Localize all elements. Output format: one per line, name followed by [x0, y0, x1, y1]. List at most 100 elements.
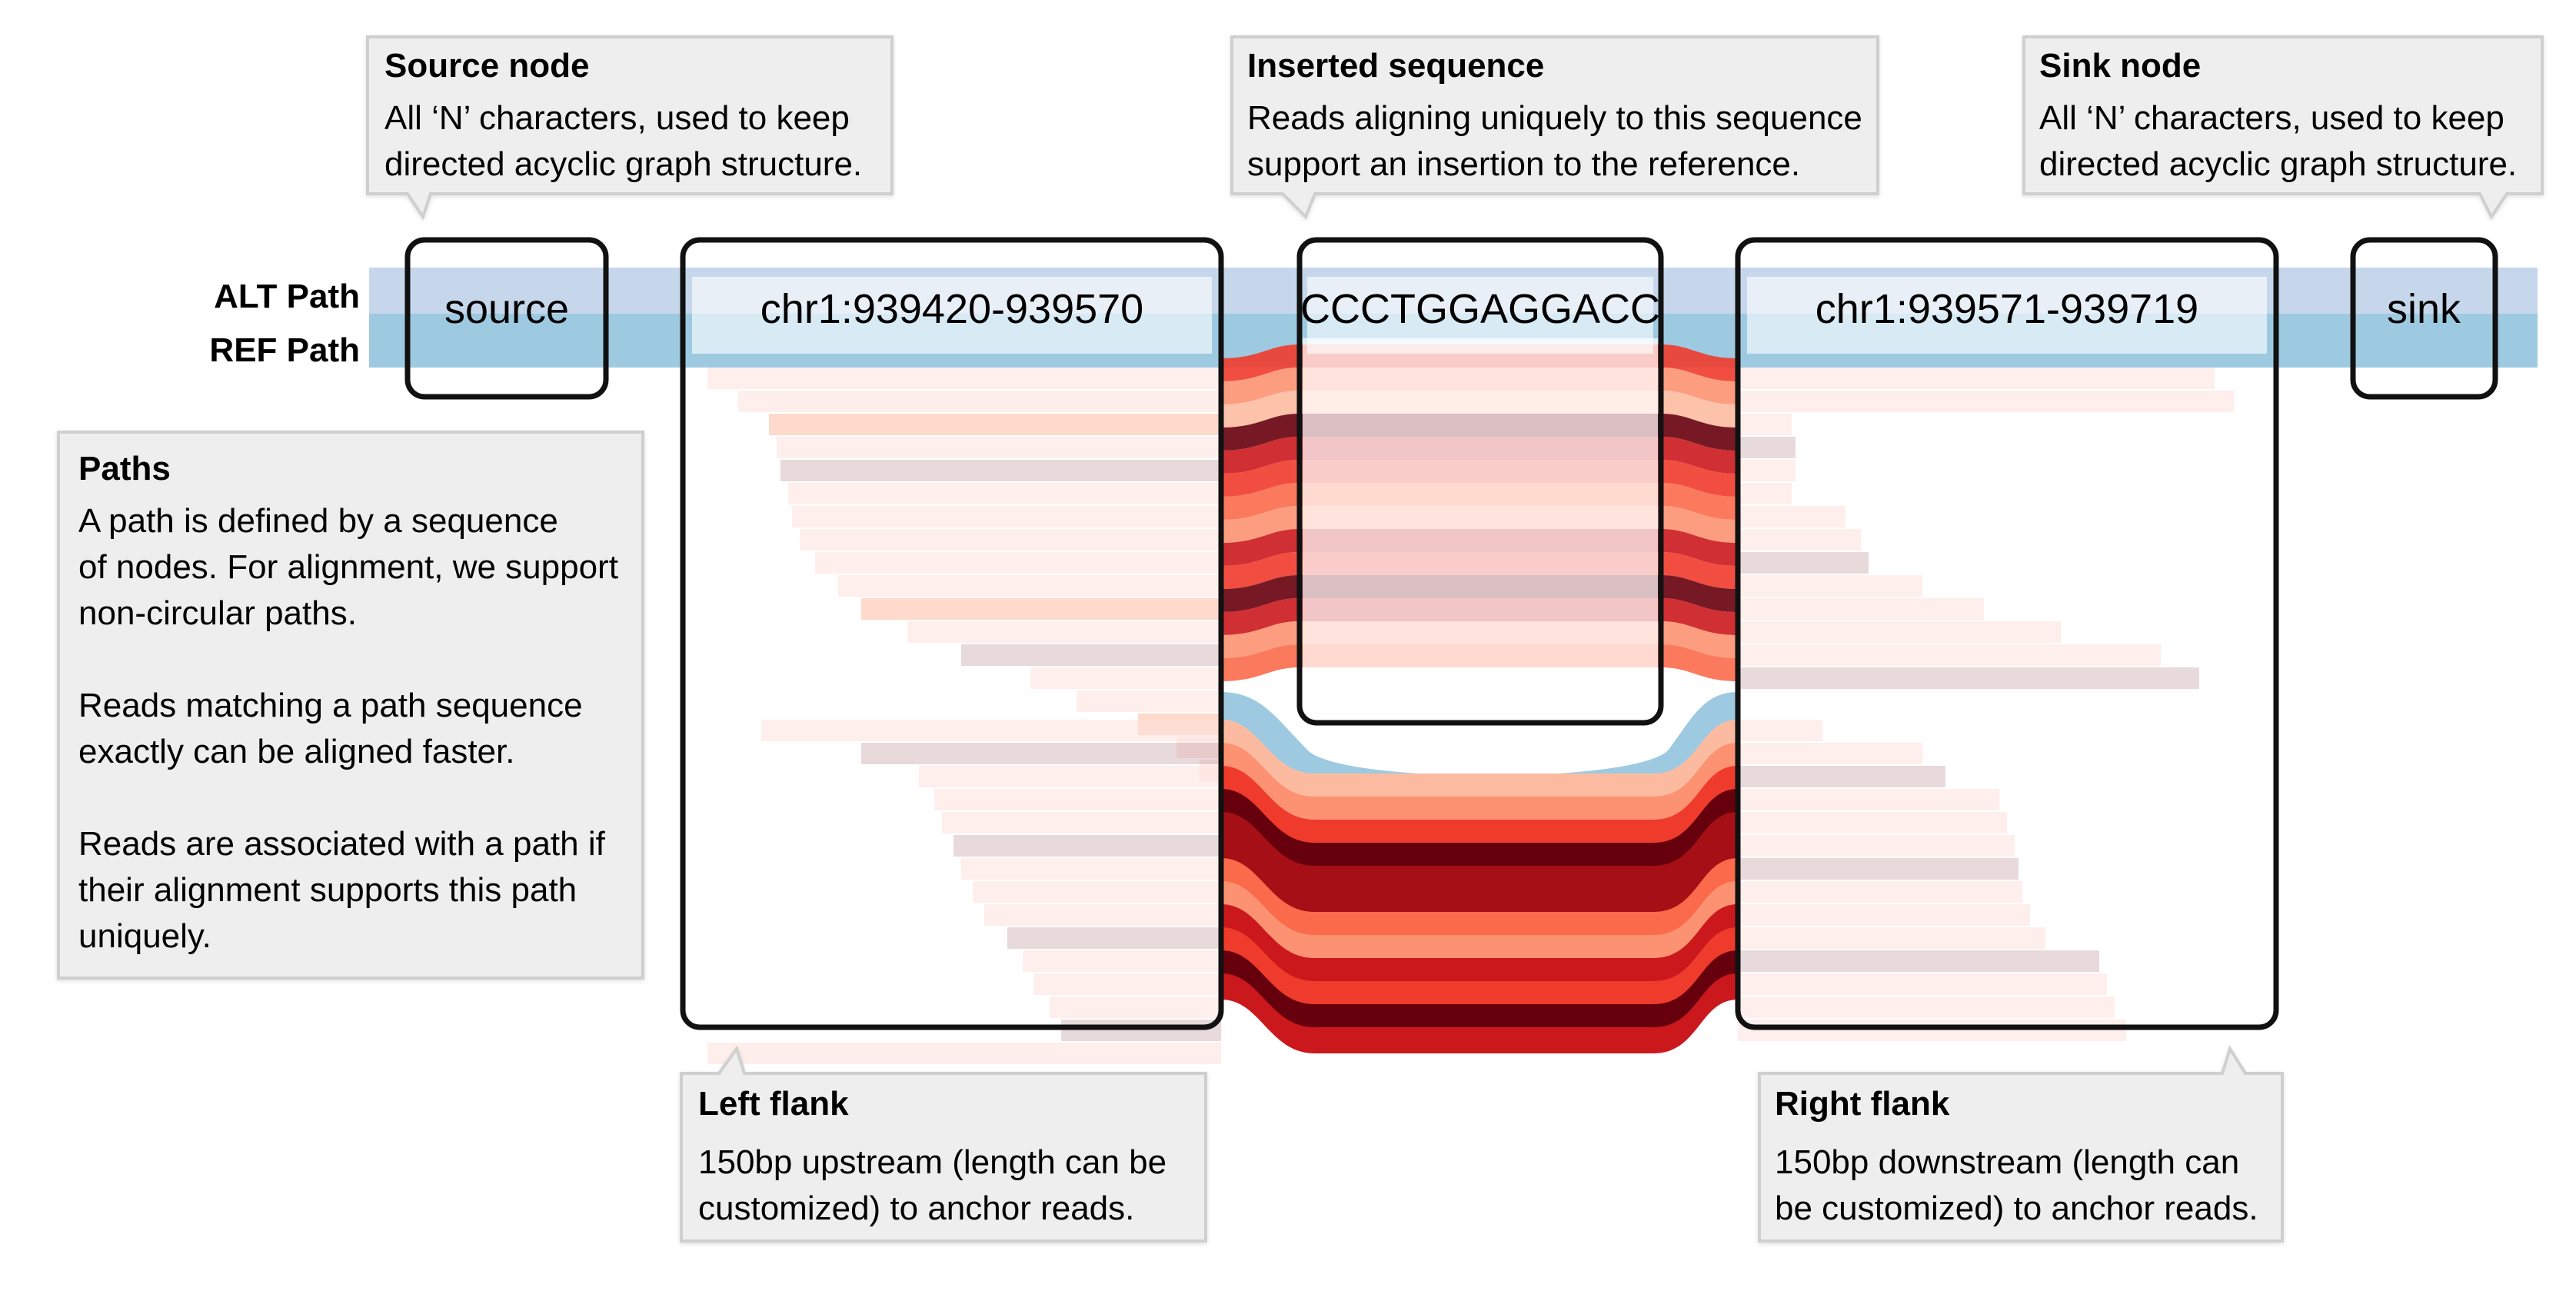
read-right-lower — [1738, 743, 1922, 764]
read-left — [1030, 667, 1221, 689]
read-right-lower — [1738, 720, 1822, 741]
read-left — [907, 621, 1221, 643]
read-left — [788, 483, 1221, 504]
source-node[interactable]: source — [404, 237, 609, 400]
read-right-lower — [1738, 997, 2115, 1018]
read-left — [707, 368, 1221, 389]
left-flank-callout-title: Left flank — [698, 1085, 849, 1123]
source-node-callout-title: Source node — [384, 47, 590, 85]
paths-callout-line-6: exactly can be aligned faster. — [78, 733, 514, 770]
ref-read-ribbon — [1221, 789, 1738, 869]
right-flank-node[interactable]: chr1:939571-939719 — [1735, 237, 2279, 1030]
read-left — [1077, 690, 1221, 712]
read-left-lower — [761, 720, 1221, 741]
source-node-callout-line-1: All ‘N’ characters, used to keep — [384, 99, 850, 137]
read-right — [1738, 621, 2061, 643]
ref-read-ribbon — [1221, 812, 1738, 892]
read-right-lower — [1738, 789, 1999, 810]
left-flank-callout-line-1: 150bp upstream (length can be — [698, 1143, 1167, 1181]
alt-path-label: ALT Path — [214, 278, 360, 315]
source-node-callout — [366, 35, 894, 221]
paths-callout-line-3: non-circular paths. — [78, 594, 357, 632]
paths-callout-line-2: of nodes. For alignment, we support — [78, 548, 618, 586]
read-right — [1738, 667, 2199, 689]
right-flank-callout-line-1: 150bp downstream (length can — [1775, 1143, 2239, 1181]
inserted-sequence-callout — [1230, 35, 1879, 220]
paths-callout-line-9: their alignment supports this path — [78, 871, 577, 909]
read-right — [1738, 437, 1796, 458]
read-left-lower — [919, 766, 1221, 787]
right-flank-callout-title: Right flank — [1775, 1085, 1950, 1123]
read-right-lower — [1738, 904, 2030, 926]
ref-read-ribbon — [1221, 973, 1738, 1053]
read-left — [815, 552, 1221, 574]
read-left — [738, 391, 1221, 412]
ref-read-ribbon — [1221, 835, 1738, 915]
read-right — [1738, 529, 1861, 551]
ref-read-ribbon — [1221, 766, 1738, 846]
left-flank-callout-line-2: customized) to anchor reads. — [698, 1190, 1134, 1227]
read-left-lower — [1050, 997, 1221, 1018]
inserted-sequence-callout-line-2: support an insertion to the reference. — [1247, 145, 1800, 183]
read-left — [769, 414, 1221, 435]
inserted-sequence-callout-line-1: Reads aligning uniquely to this sequence — [1247, 99, 1862, 137]
sink-node-callout — [2022, 35, 2544, 220]
sink-node-label: sink — [2387, 286, 2461, 332]
read-right-lower — [1738, 950, 2099, 972]
read-right — [1738, 552, 1869, 574]
ribbon-layer — [1221, 338, 1738, 1053]
sink-node[interactable]: sink — [2350, 237, 2498, 400]
ref-read-ribbon — [1221, 904, 1738, 984]
reads-layer — [707, 368, 2234, 1064]
paths-callout-line-8: Reads are associated with a path if — [78, 825, 606, 863]
read-right — [1738, 391, 2234, 412]
paths-callout-line-5: Reads matching a path sequence — [78, 687, 583, 724]
read-left — [777, 437, 1221, 458]
read-right — [1738, 644, 2161, 666]
read-right — [1738, 575, 1922, 597]
ref-read-ribbon — [1221, 881, 1738, 961]
right-flank-callout-line-2: be customized) to anchor reads. — [1775, 1190, 2258, 1227]
read-left-lower — [1061, 1020, 1221, 1041]
read-right-lower — [1738, 973, 2107, 995]
read-left-lower — [954, 835, 1221, 857]
insert-node[interactable]: CCCTGGAGGACC — [1296, 237, 1664, 726]
insert-node-fade — [1303, 338, 1658, 720]
read-right-lower — [1738, 927, 2045, 949]
paths-callout — [57, 431, 644, 980]
read-right-lower — [1738, 858, 2019, 880]
read-left-lower — [973, 881, 1221, 903]
paths-callout-line-10: uniquely. — [78, 917, 211, 955]
read-left-lower — [1023, 950, 1221, 972]
read-left-lower — [934, 789, 1221, 810]
read-right — [1738, 414, 1792, 435]
ref-path-bypass — [1221, 692, 1738, 800]
read-left-lower — [707, 1043, 1221, 1064]
sink-node-callout-line-1: All ‘N’ characters, used to keep — [2039, 99, 2504, 137]
read-left — [792, 506, 1221, 527]
ref-path-label: REF Path — [209, 331, 360, 369]
inserted-sequence-callout-title: Inserted sequence — [1247, 47, 1544, 85]
read-left — [780, 460, 1221, 481]
read-right-lower — [1738, 1020, 2126, 1041]
source-node-label: source — [444, 286, 569, 332]
read-right — [1738, 460, 1796, 481]
read-right-lower — [1738, 812, 2007, 833]
sink-node-callout-line-2: directed acyclic graph structure. — [2039, 145, 2517, 183]
ref-read-ribbon — [1221, 743, 1738, 823]
ref-read-ribbon — [1221, 720, 1738, 800]
left-flank-node[interactable]: chr1:939420-939570 — [680, 237, 1224, 1030]
read-left-lower — [861, 743, 1221, 764]
read-left-lower — [1034, 973, 1221, 995]
read-right — [1738, 368, 2215, 389]
read-right — [1738, 483, 1792, 504]
read-right — [1738, 506, 1845, 527]
read-left — [800, 529, 1221, 551]
read-right-lower — [1738, 881, 2022, 903]
right-flank-callout — [1758, 1045, 2284, 1243]
right-flank-label: chr1:939571-939719 — [1816, 286, 2198, 332]
read-left-lower — [1007, 927, 1221, 949]
read-left — [861, 598, 1221, 620]
ref-read-ribbon — [1221, 927, 1738, 1007]
